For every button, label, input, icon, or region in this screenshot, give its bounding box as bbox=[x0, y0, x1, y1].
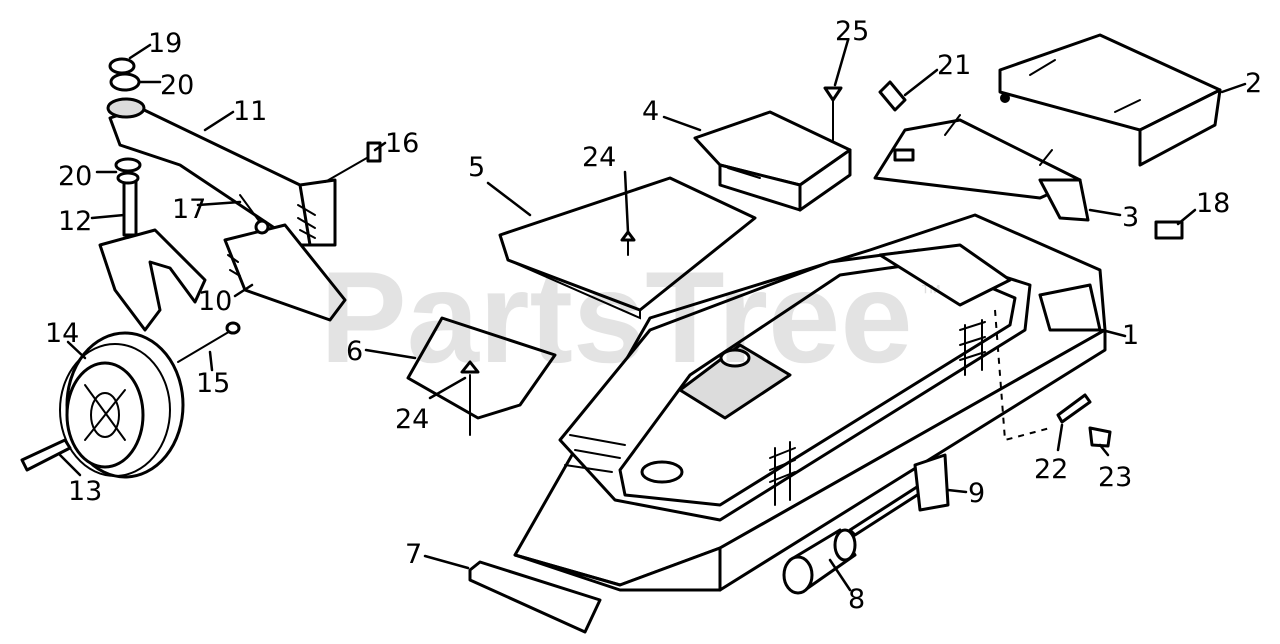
callout-25: 25 bbox=[835, 16, 869, 47]
callout-12: 12 bbox=[58, 206, 92, 237]
callout-16: 16 bbox=[385, 128, 419, 159]
callout-6: 6 bbox=[346, 336, 363, 367]
wing-screw-24a-part bbox=[620, 230, 636, 256]
callout-24-top: 24 bbox=[582, 142, 616, 173]
side-shield-part bbox=[873, 114, 1090, 222]
leader-lines bbox=[58, 38, 1247, 592]
callout-7: 7 bbox=[405, 539, 422, 570]
callout-1: 1 bbox=[1122, 320, 1139, 351]
caster-fork-part bbox=[98, 178, 207, 332]
knob-21-part bbox=[878, 80, 907, 112]
knob-18-part bbox=[1154, 220, 1184, 240]
callout-21: 21 bbox=[937, 50, 971, 81]
callout-14: 14 bbox=[45, 318, 79, 349]
callout-5: 5 bbox=[468, 152, 485, 183]
rear-shield-part bbox=[998, 33, 1222, 167]
callout-20-lower: 20 bbox=[58, 161, 92, 192]
skid-part bbox=[468, 560, 602, 634]
callout-20-upper: 20 bbox=[160, 70, 194, 101]
roller-part bbox=[782, 528, 857, 595]
caster-hardware-part bbox=[106, 57, 146, 185]
bolt-15-part bbox=[177, 321, 241, 363]
callout-10: 10 bbox=[198, 286, 232, 317]
callout-labels: 1 2 3 4 5 6 7 8 9 10 11 12 13 14 15 16 1… bbox=[45, 16, 1262, 615]
callout-2: 2 bbox=[1245, 68, 1262, 99]
callout-15: 15 bbox=[196, 368, 230, 399]
callout-17: 17 bbox=[172, 194, 206, 225]
axle-pin-part bbox=[20, 438, 72, 472]
deck-housing-part bbox=[513, 213, 1107, 592]
cover-box-part bbox=[693, 110, 852, 212]
callout-19: 19 bbox=[148, 28, 182, 59]
wing-screw-24b-part bbox=[460, 360, 480, 436]
axle-bracket-part bbox=[848, 453, 950, 537]
partstree-watermark: PartsTree ™ bbox=[320, 244, 942, 390]
callout-8: 8 bbox=[848, 584, 865, 615]
callout-4: 4 bbox=[642, 96, 659, 127]
washer-23-part bbox=[1088, 426, 1112, 448]
small-plate-part bbox=[406, 316, 557, 420]
callout-23: 23 bbox=[1098, 462, 1132, 493]
callout-3: 3 bbox=[1122, 202, 1139, 233]
bolt-16-part bbox=[324, 141, 382, 183]
caster-arm-part bbox=[108, 106, 337, 247]
callout-18: 18 bbox=[1196, 188, 1230, 219]
pin-17-part bbox=[239, 194, 270, 235]
callout-11: 11 bbox=[233, 96, 267, 127]
callout-22: 22 bbox=[1034, 454, 1068, 485]
wing-screw-25-part bbox=[823, 86, 843, 141]
caster-bracket-part bbox=[223, 223, 347, 322]
wheel-part bbox=[59, 331, 185, 479]
callout-9: 9 bbox=[968, 478, 985, 509]
watermark-text: PartsTree bbox=[320, 244, 913, 390]
callout-13: 13 bbox=[68, 476, 102, 507]
bolt-22-part bbox=[1056, 393, 1092, 424]
callout-24-bottom: 24 bbox=[395, 404, 429, 435]
watermark-trademark: ™ bbox=[920, 280, 942, 305]
